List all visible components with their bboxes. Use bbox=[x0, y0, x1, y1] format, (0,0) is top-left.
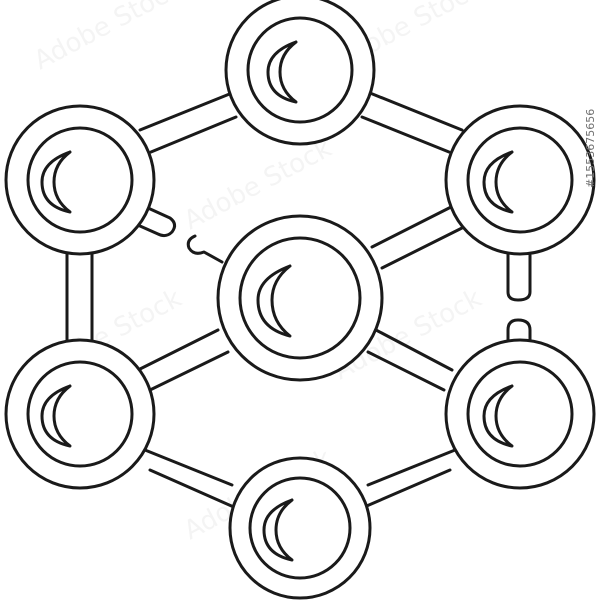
node-upper-right bbox=[444, 104, 596, 256]
node-upper-left bbox=[4, 104, 156, 256]
node-lower-left bbox=[4, 338, 156, 490]
image-id-watermark: #1553675656 bbox=[584, 108, 597, 188]
bond-lines bbox=[65, 91, 532, 510]
node-top bbox=[224, 0, 376, 146]
svg-text:Adobe Stock: Adobe Stock bbox=[29, 0, 187, 76]
node-bottom bbox=[228, 456, 372, 600]
node-center bbox=[216, 214, 384, 382]
node-lower-right bbox=[444, 338, 596, 490]
